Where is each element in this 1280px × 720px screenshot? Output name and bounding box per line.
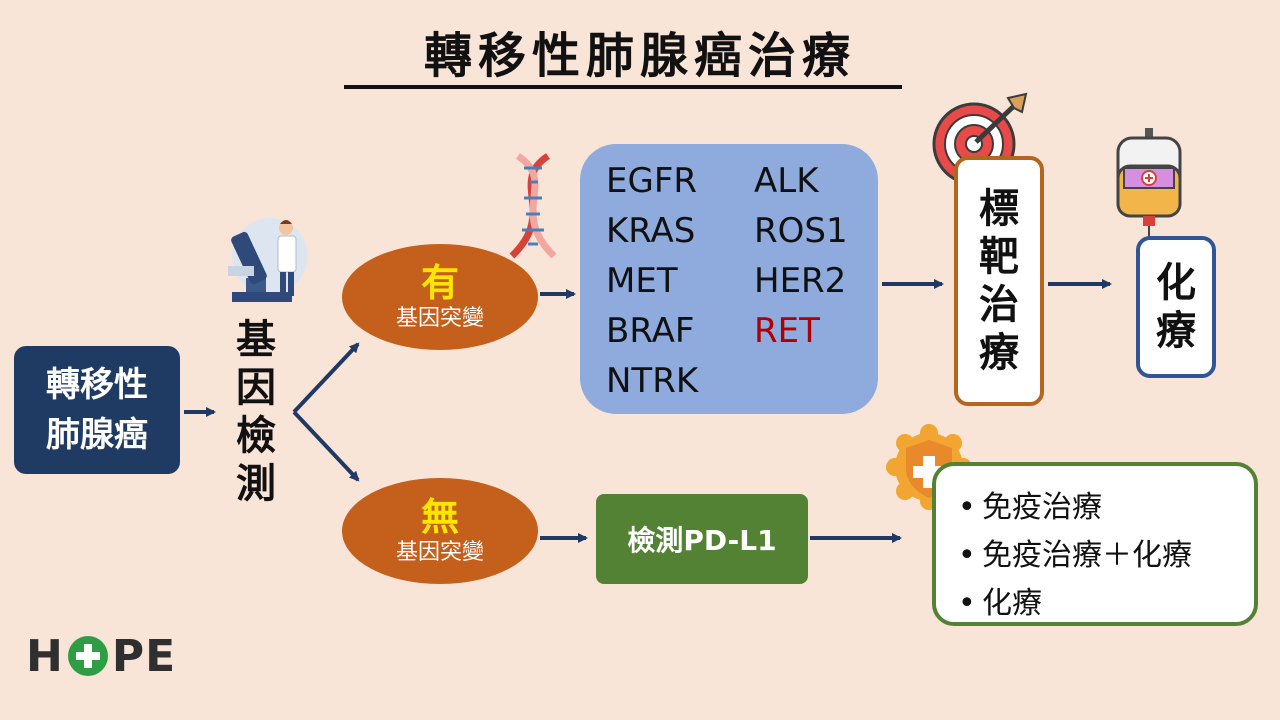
gene-kras: KRAS [606,211,696,251]
gene-ntrk: NTRK [606,361,699,401]
logo-h: H [26,630,64,682]
bullet-dot: • [958,490,976,525]
no-mutation-title: 無 [420,495,459,539]
gene-ret: RET [754,311,820,351]
option-item: •免疫治療＋化療 [958,532,1254,580]
gene-test-char: 因 [236,365,276,411]
gene-alk: ALK [754,161,819,201]
gene-test-char: 基 [236,317,276,363]
bullet-dot: • [958,586,976,621]
targeted-therapy-box: 標 靶 治 療 [954,156,1044,406]
page-title: 轉移性肺腺癌治療 [423,28,856,84]
gene-egfr: EGFR [606,161,698,201]
logo-pe: PE [111,630,177,682]
immunotherapy-options-box: •免疫治療 •免疫治療＋化療 •化療 [932,462,1258,626]
start-line-2: 肺腺癌 [46,415,148,455]
gene-mutation-list-box: EGFR KRAS MET BRAF NTRK ALK ROS1 HER2 RE… [580,144,878,414]
option-item: •化療 [958,580,1254,628]
chemo-char: 療 [1156,308,1196,354]
targeted-char: 靶 [979,234,1019,280]
targeted-therapy-label: 標 靶 治 療 [979,185,1019,377]
iv-bag-icon [1116,128,1182,240]
chemotherapy-label: 化 療 [1156,259,1196,355]
pdl1-test-box: 檢測PD-L1 [596,494,808,584]
metastatic-lung-adenocarcinoma-box: 轉移性 肺腺癌 [14,346,180,474]
microscope-scientist-icon [228,218,308,302]
chemo-char: 化 [1156,260,1196,306]
no-mutation-subtitle: 基因突變 [395,540,484,565]
gene-test-char: 測 [236,461,276,507]
option-item: •免疫治療 [958,484,1254,532]
gene-her2: HER2 [754,261,847,301]
option-chemotherapy: 化療 [982,586,1042,621]
gene-test-label: 基 因 檢 測 [224,316,288,508]
start-line-1: 轉移性 [46,365,148,405]
hope-logo: H PE [26,626,176,686]
gene-ros1: ROS1 [754,211,848,251]
arrow-test-to-no [292,410,360,482]
has-mutation-title: 有 [420,261,459,305]
bullet-dot: • [958,538,976,573]
dna-icon [509,153,557,259]
option-immunotherapy: 免疫治療 [982,490,1102,525]
gene-column-right: ALK ROS1 HER2 RET [754,156,848,356]
targeted-char: 療 [979,330,1019,376]
gene-met: MET [606,261,678,301]
targeted-char: 治 [979,282,1019,328]
gene-column-left: EGFR KRAS MET BRAF NTRK [606,156,698,406]
chemotherapy-box: 化 療 [1136,236,1216,378]
has-mutation-node: 有 基因突變 [342,244,538,350]
no-mutation-node: 無 基因突變 [342,478,538,584]
arrow-test-to-yes [292,342,360,414]
title-underline [344,85,902,89]
logo-plus-circle-icon [67,636,108,676]
gene-test-char: 檢 [236,413,276,459]
gene-braf: BRAF [606,311,695,351]
has-mutation-subtitle: 基因突變 [395,306,484,331]
option-immunotherapy-chemo: 免疫治療＋化療 [982,538,1192,573]
targeted-char: 標 [979,186,1019,232]
